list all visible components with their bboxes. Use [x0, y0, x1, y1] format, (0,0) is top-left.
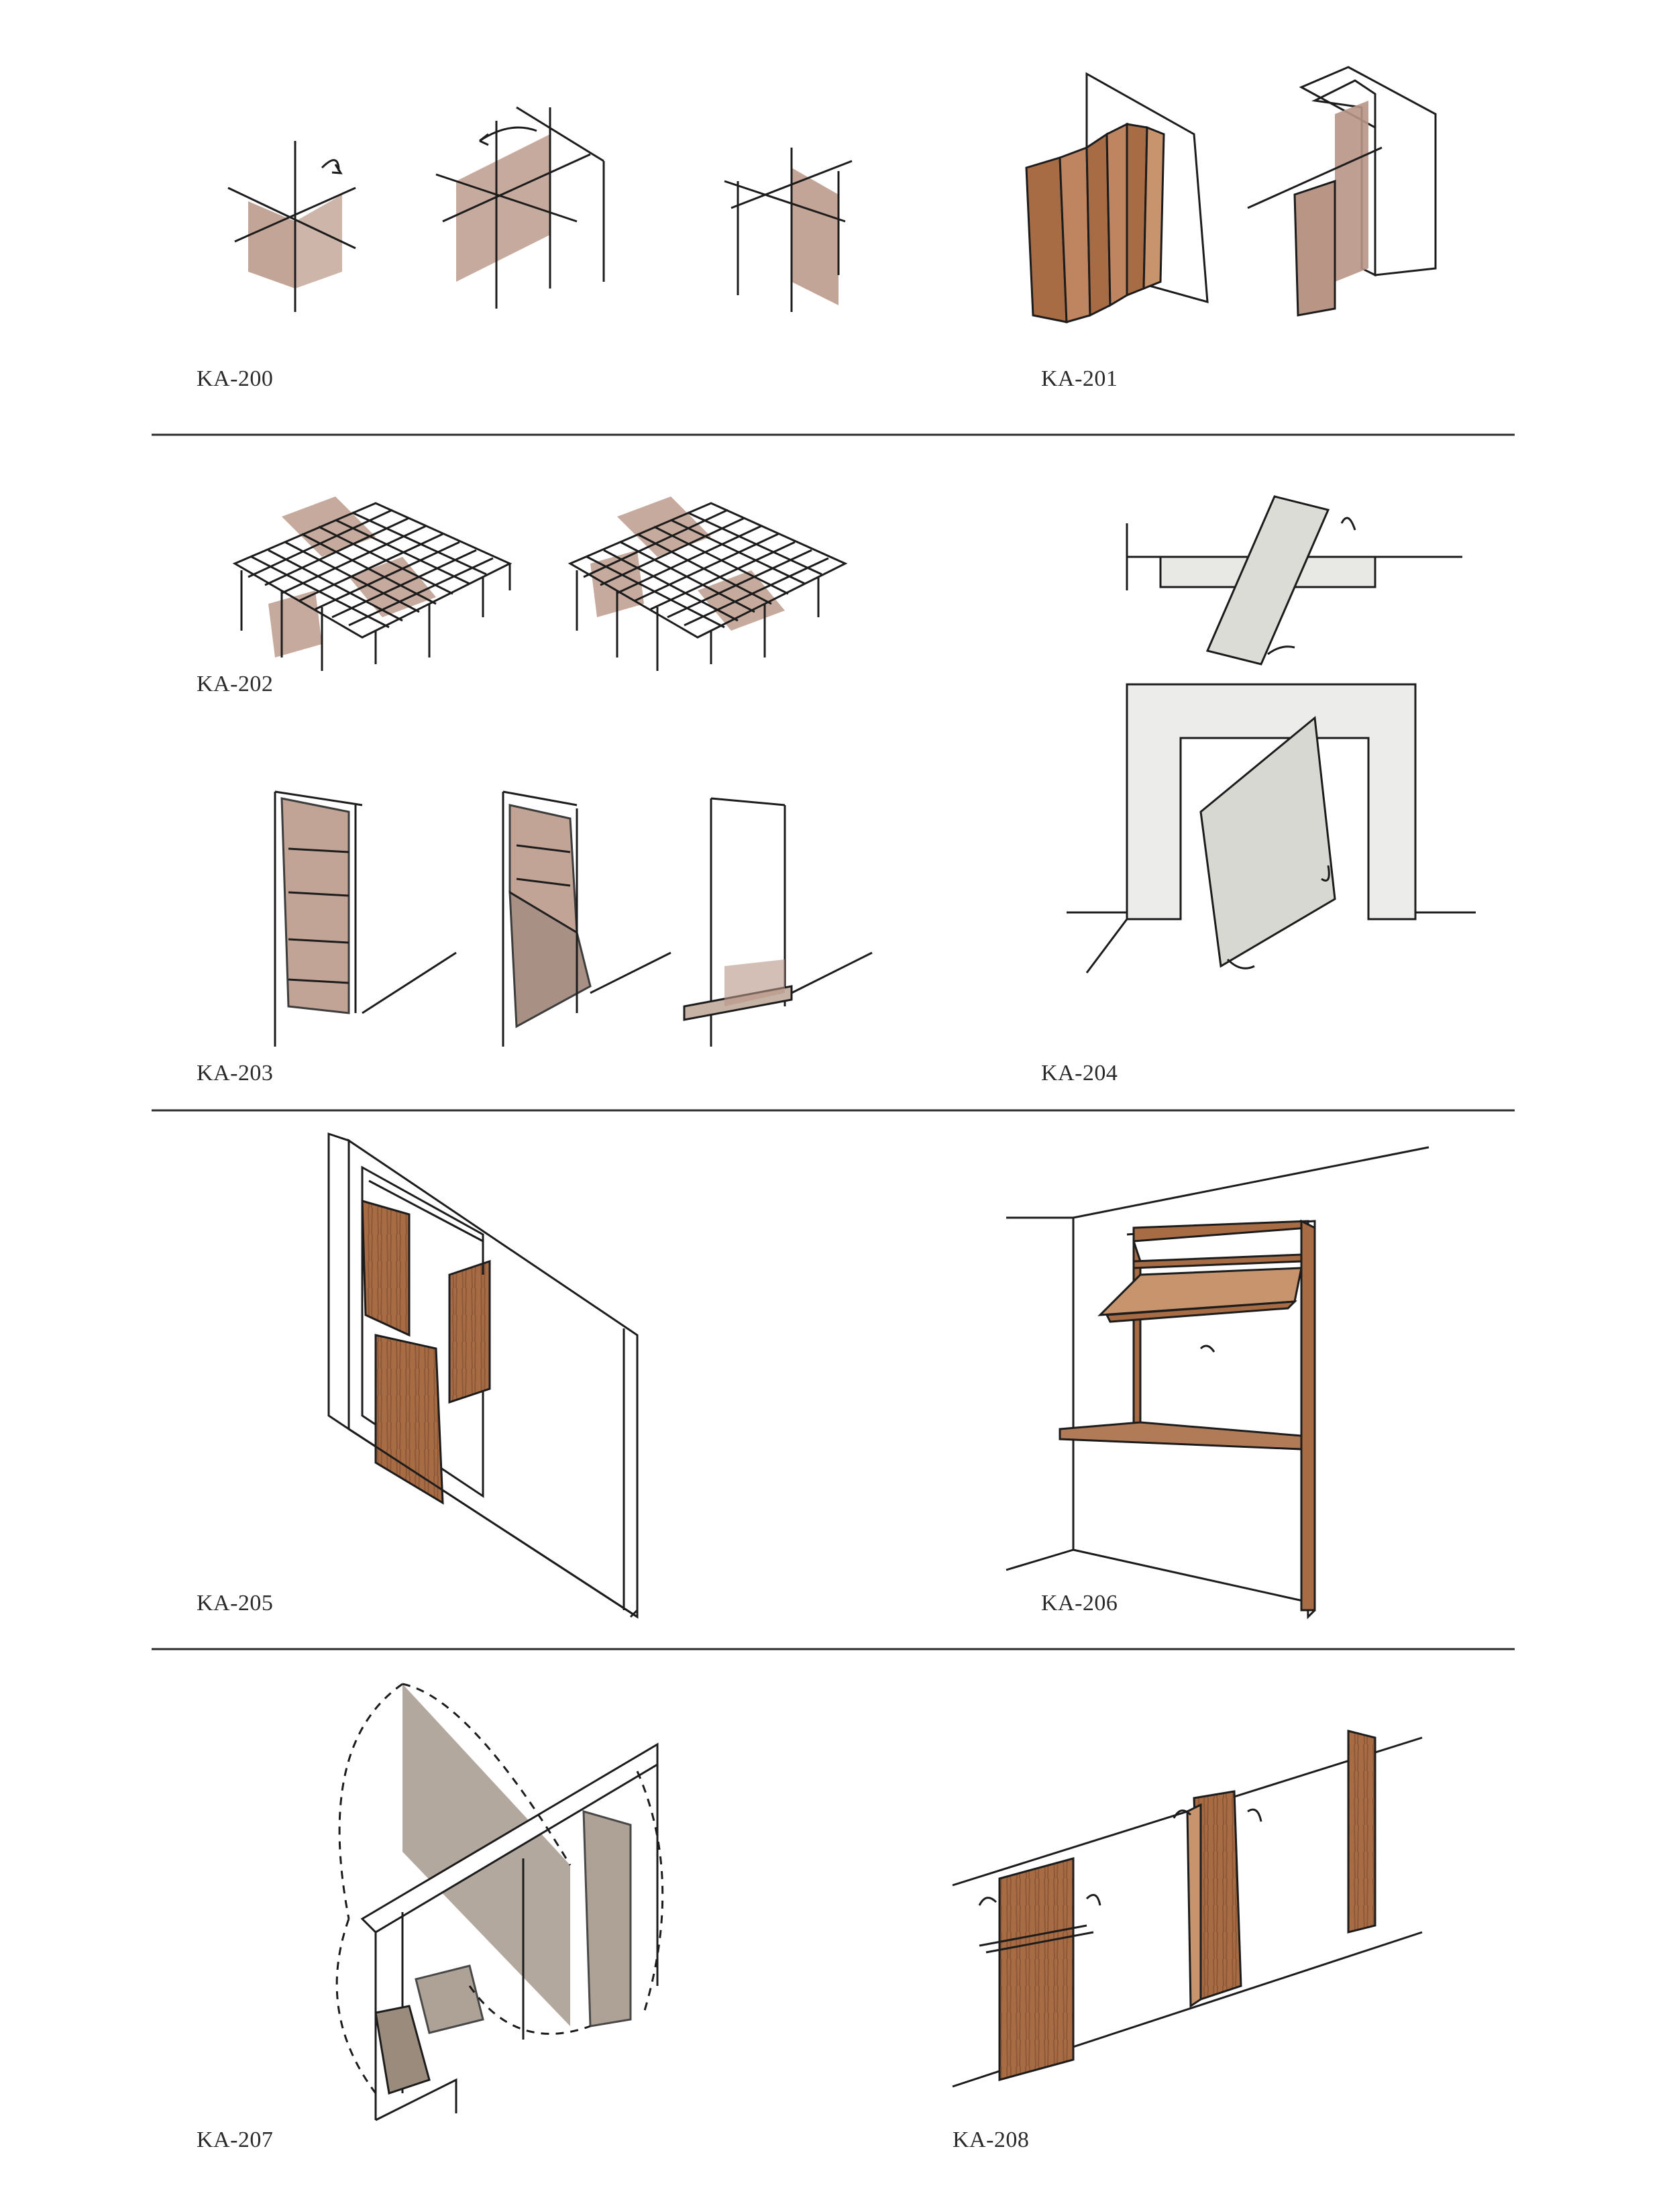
label-ka-205: KA-205 [197, 1591, 273, 1616]
sketch-ka-207 [335, 1683, 664, 2121]
label-ka-206: KA-206 [1041, 1591, 1118, 1616]
label-ka-203: KA-203 [197, 1061, 273, 1086]
sketch-ka-201 [1025, 66, 1437, 323]
sketch-ka-208 [952, 1730, 1423, 2088]
label-ka-208: KA-208 [953, 2127, 1029, 2152]
sketch-ka-205 [327, 1132, 639, 1619]
label-ka-202: KA-202 [197, 672, 273, 696]
label-ka-204: KA-204 [1041, 1061, 1118, 1086]
sketch-ka-203 [274, 790, 873, 1047]
sketch-ka-202 [232, 496, 848, 671]
label-ka-201: KA-201 [1041, 366, 1118, 391]
sketch-ka-206 [1006, 1146, 1429, 1620]
label-ka-207: KA-207 [197, 2127, 273, 2152]
label-ka-200: KA-200 [197, 366, 273, 391]
sketch-ka-204 [1067, 495, 1476, 973]
sketch-ka-200 [227, 106, 853, 312]
